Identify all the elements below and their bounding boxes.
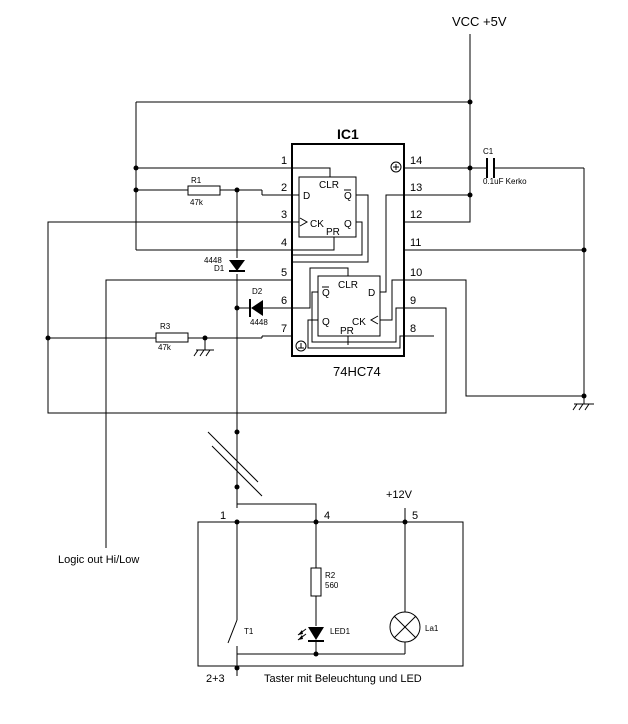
ground-right	[572, 396, 594, 411]
ff2-q: Q	[322, 317, 330, 328]
la1-name: La1	[425, 624, 439, 633]
r1-value: 47k	[190, 198, 204, 207]
d2-name: D2	[252, 287, 263, 296]
v12-label: +12V	[386, 489, 413, 501]
ff2-pr: PR	[340, 326, 354, 337]
ff1-qbar: Q	[344, 191, 352, 202]
pin-14-label: 14	[410, 155, 422, 167]
c1-name: C1	[483, 147, 494, 156]
cable-break	[207, 431, 263, 497]
r2-name: R2	[325, 571, 336, 580]
c1-value: 0.1uF Kerko	[483, 177, 527, 186]
switch-module-box	[197, 521, 464, 667]
flipflop-2	[317, 275, 381, 337]
module-internal	[227, 519, 408, 671]
led1-name: LED1	[330, 627, 351, 636]
pin-9-label: 9	[410, 295, 416, 307]
pin-1-label: 1	[281, 155, 287, 167]
ic-internal-wiring	[292, 167, 404, 349]
d2-value: 4448	[250, 318, 268, 327]
r2-value: 560	[325, 581, 339, 590]
pin-6-label: 6	[281, 295, 287, 307]
ff2-d: D	[368, 288, 375, 299]
r2-resistor	[310, 567, 322, 597]
pin-2-label: 2	[281, 182, 287, 194]
d1-value: 4448	[204, 256, 222, 265]
pin-12-label: 12	[410, 209, 422, 221]
conn-pin-1: 1	[220, 510, 226, 522]
r1-name: R1	[191, 176, 202, 185]
ff1-pr: PR	[326, 227, 340, 238]
flipflop-1	[298, 176, 357, 238]
switch-bus	[234, 190, 240, 508]
pin-3-label: 3	[281, 209, 287, 221]
ic-left-pins	[262, 167, 292, 337]
ic-right-pins	[404, 167, 434, 337]
module-label: Taster mit Beleuchtung und LED	[264, 673, 422, 685]
vcc-label: VCC +5V	[452, 14, 507, 29]
ff1-d: D	[303, 191, 310, 202]
ic1-name: IC1	[337, 126, 359, 142]
pin-8-label: 8	[410, 323, 416, 335]
ic1-part: 74HC74	[333, 364, 381, 379]
conn-pin-4: 4	[324, 510, 330, 522]
ic-vcc-symbol	[390, 161, 402, 173]
r3-name: R3	[160, 322, 171, 331]
lamp-icon	[389, 611, 421, 643]
d1-name: D1	[214, 264, 225, 273]
d2-diode	[237, 299, 292, 317]
ic-gnd-symbol	[295, 340, 307, 352]
pin-11-label: 11	[410, 237, 421, 249]
c1-capacitor	[434, 158, 587, 399]
ff2-ck: CK	[352, 317, 366, 328]
pin-10-label: 10	[410, 267, 422, 279]
r3-value: 47k	[158, 343, 172, 352]
pin-5-label: 5	[281, 267, 287, 279]
ff1-ck: CK	[310, 219, 324, 230]
conn-pin-5: 5	[412, 510, 418, 522]
ff1-clr: CLR	[319, 180, 339, 191]
conn-pin-23: 2+3	[206, 673, 225, 685]
d1-diode	[229, 260, 245, 272]
vcc-rail	[135, 34, 473, 250]
t1-name: T1	[244, 627, 254, 636]
pin-13-label: 13	[410, 182, 422, 194]
pin-4-label: 4	[281, 237, 287, 249]
ff2-qbar: Q	[322, 288, 330, 299]
pin-7-label: 7	[281, 323, 287, 335]
logic-out-label: Logic out Hi/Low	[58, 554, 139, 566]
ff2-clr: CLR	[338, 280, 358, 291]
r1-resistor	[133, 185, 263, 196]
led1-icon	[297, 627, 324, 642]
ff1-q: Q	[344, 219, 352, 230]
r3-resistor	[48, 332, 263, 357]
